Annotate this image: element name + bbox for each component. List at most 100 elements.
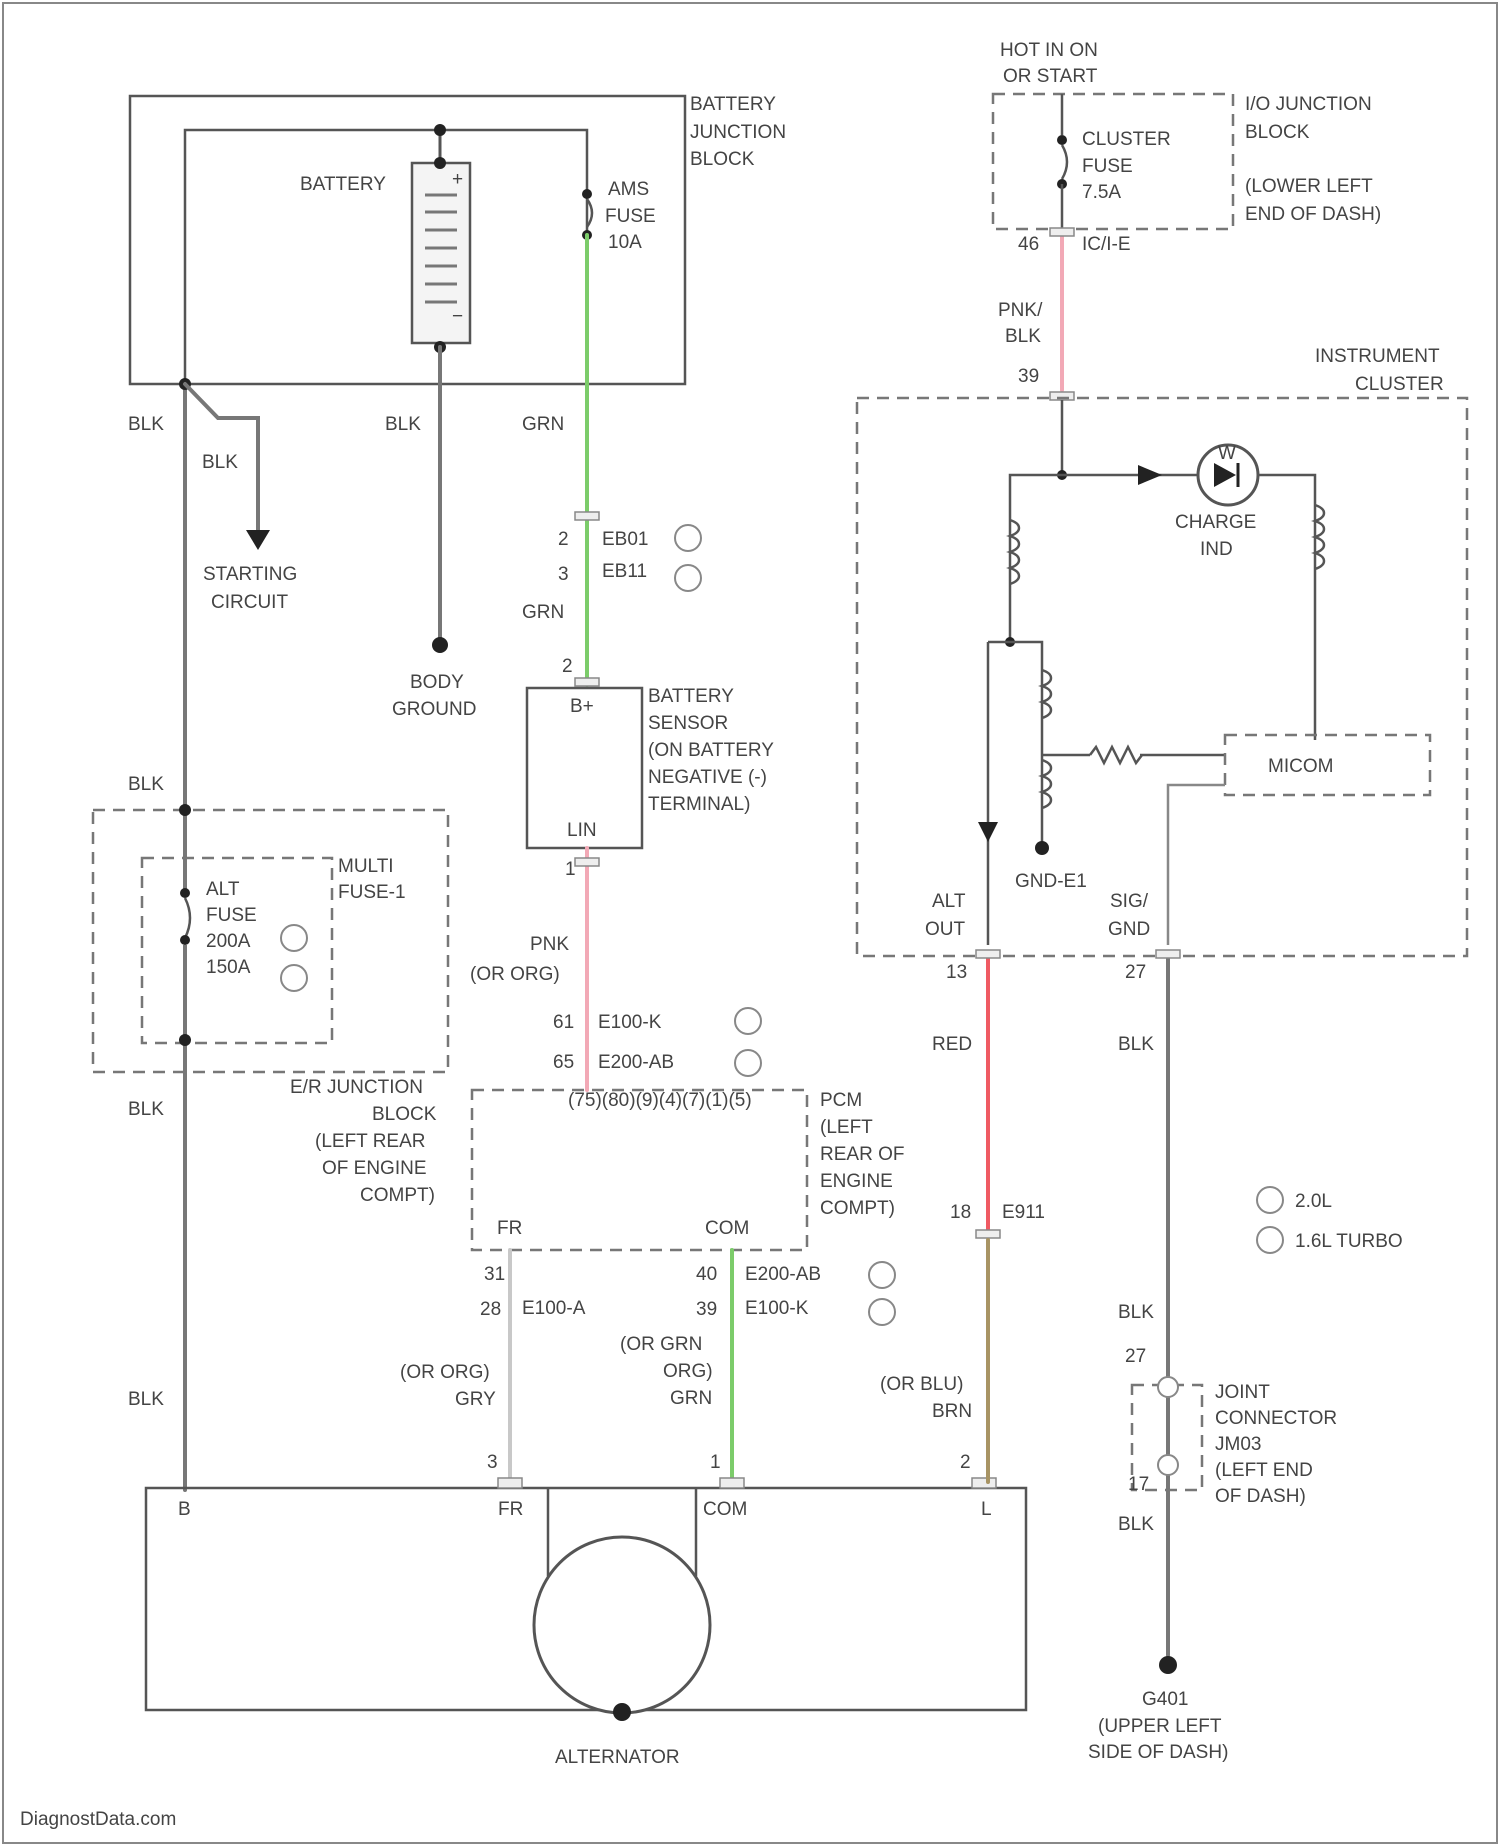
fuse-icon: [176, 888, 194, 945]
splice-dot: [434, 157, 446, 169]
label: E200-AB: [745, 1264, 821, 1285]
label: REAR OF: [820, 1144, 904, 1165]
label: B+: [570, 696, 594, 717]
label: CLUSTER: [1082, 129, 1171, 150]
coil-icon: [1315, 505, 1324, 569]
label: PCM: [820, 1090, 862, 1111]
label: CLUSTER: [1355, 374, 1444, 395]
label: GRN: [522, 602, 564, 623]
arrow-icon: [978, 822, 998, 842]
battery-junction-inner: [185, 130, 587, 384]
label: SIG/: [1110, 891, 1149, 912]
label: 39: [1018, 366, 1039, 387]
label: GRN: [522, 414, 564, 435]
wire-lamp-micom: [1258, 475, 1315, 740]
joint-pin: [1158, 1455, 1178, 1475]
variant-circle-icon: [675, 565, 701, 591]
battery-junction-block: [130, 96, 685, 384]
joint-pin: [1158, 1377, 1178, 1397]
connector-pin: [976, 1230, 1000, 1238]
label: GND-E1: [1015, 871, 1087, 892]
ground-icon: [613, 1703, 631, 1721]
label: E100-K: [745, 1298, 809, 1319]
instrument-cluster-box: [857, 398, 1467, 956]
label: LIN: [567, 820, 597, 841]
label: 27: [1125, 1346, 1146, 1367]
label: BLOCK: [372, 1104, 437, 1125]
label: BLK: [1118, 1034, 1154, 1055]
label: NEGATIVE (-): [648, 767, 767, 788]
label: ALTERNATOR: [555, 1747, 680, 1768]
label: BLK: [128, 414, 164, 435]
label: (LOWER LEFT: [1245, 176, 1373, 197]
label: E100-A: [522, 1298, 586, 1319]
er-junction-block: [93, 810, 448, 1072]
label: 17: [1128, 1474, 1149, 1495]
label: COMPT): [360, 1185, 435, 1206]
ground-icon: [1159, 1656, 1177, 1674]
label: COMPT): [820, 1198, 895, 1219]
wire-micom-gnd: [1168, 785, 1225, 945]
label: GND: [1108, 919, 1150, 940]
label: SIDE OF DASH): [1088, 1742, 1228, 1763]
label: 3: [487, 1452, 498, 1473]
label: (LEFT: [820, 1117, 873, 1138]
label: IC/I-E: [1082, 234, 1131, 255]
label: (OR ORG): [470, 964, 560, 985]
label: ENGINE: [820, 1171, 893, 1192]
label: (75)(80)(9)(4)(7)(1)(5): [568, 1090, 752, 1111]
label: 27: [1125, 962, 1146, 983]
label: FUSE: [1082, 156, 1133, 177]
label: BLK: [128, 774, 164, 795]
variant-circle-icon: [869, 1299, 895, 1325]
label: BRN: [932, 1401, 972, 1422]
label: (LEFT END: [1215, 1460, 1313, 1481]
variant-circle-icon: [281, 925, 307, 951]
label: (OR ORG): [400, 1362, 490, 1383]
label: 40: [696, 1264, 717, 1285]
label: 1.6L TURBO: [1295, 1231, 1403, 1252]
label: MULTI: [338, 856, 394, 877]
label: JM03: [1215, 1434, 1261, 1455]
label: EB11: [602, 561, 647, 582]
label: W: [1218, 443, 1236, 464]
label: BATTERY: [648, 686, 734, 707]
wire-gnd-e1: [988, 642, 1042, 842]
label: B: [178, 1499, 191, 1520]
variant-circle-icon: [735, 1050, 761, 1076]
label: 2: [558, 529, 569, 550]
label: E911: [1002, 1202, 1045, 1223]
label: FR: [497, 1218, 522, 1239]
label: 61: [553, 1012, 574, 1033]
label: FUSE: [206, 905, 257, 926]
label: CIRCUIT: [211, 592, 288, 613]
label: FUSE: [605, 206, 656, 227]
coil-icon: [1042, 760, 1051, 808]
label: (LEFT REAR: [315, 1131, 426, 1152]
label: BLK: [128, 1099, 164, 1120]
label: 39: [696, 1299, 717, 1320]
label: SENSOR: [648, 713, 728, 734]
splice-dot: [434, 124, 446, 136]
variant-circle-icon: [869, 1262, 895, 1288]
label: PNK/: [998, 300, 1043, 321]
label: IND: [1200, 539, 1233, 560]
label: 18: [950, 1202, 971, 1223]
label: BLOCK: [1245, 122, 1310, 143]
label: ALT: [932, 891, 966, 912]
connector-pin: [720, 1478, 744, 1488]
label: BLK: [1118, 1302, 1154, 1323]
label: BODY: [410, 672, 464, 693]
variant-circle-icon: [675, 525, 701, 551]
arrow-icon: [1138, 465, 1162, 485]
coil-icon: [1042, 670, 1051, 718]
label: OF ENGINE: [322, 1158, 427, 1179]
connector-eb01: [575, 512, 599, 520]
alternator-icon: [534, 1537, 710, 1713]
label: 1: [565, 859, 576, 880]
label: E/R JUNCTION: [290, 1077, 423, 1098]
label: 65: [553, 1052, 574, 1073]
watermark: DiagnostData.com: [20, 1809, 176, 1830]
variant-circle-icon: [281, 965, 307, 991]
